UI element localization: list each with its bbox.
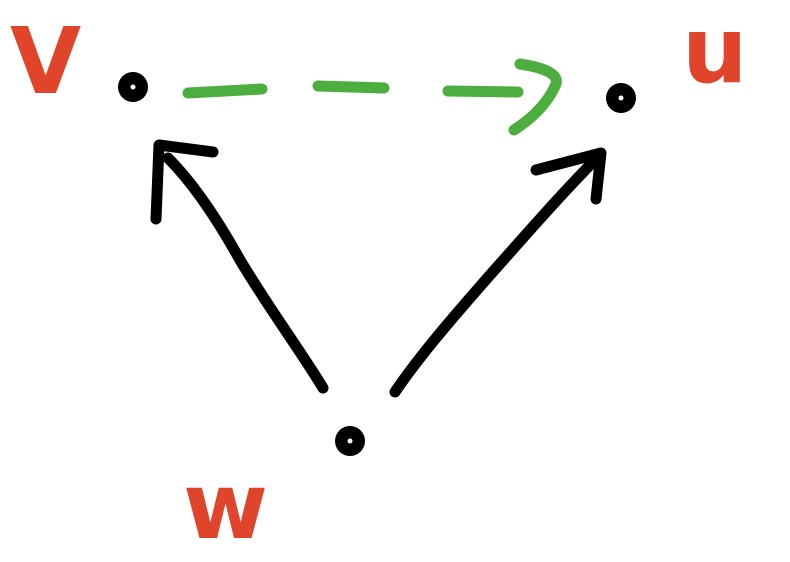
edge-w-to-v-arrowhead [150,139,219,225]
node-u-dot-center [618,95,624,101]
edge-v-to-u-dash-2 [312,80,390,94]
edge-v-to-u [182,58,562,136]
edge-w-to-u-line [389,151,604,398]
node-u-label: u [682,0,748,104]
edge-v-to-u-dash-1 [182,83,268,99]
edge-w-to-v-line [162,152,329,394]
edge-v-to-u-arrowhead [508,58,562,136]
edge-w-to-v [150,139,329,394]
edge-w-to-u-arrowhead [530,147,607,205]
node-v-label: V [10,8,81,115]
edge-v-to-u-dash-3 [442,85,524,98]
edge-w-to-u [389,147,607,398]
node-w-dot-center [347,438,353,444]
node-w-label: w [183,453,268,560]
node-v-dot-center [130,84,136,90]
